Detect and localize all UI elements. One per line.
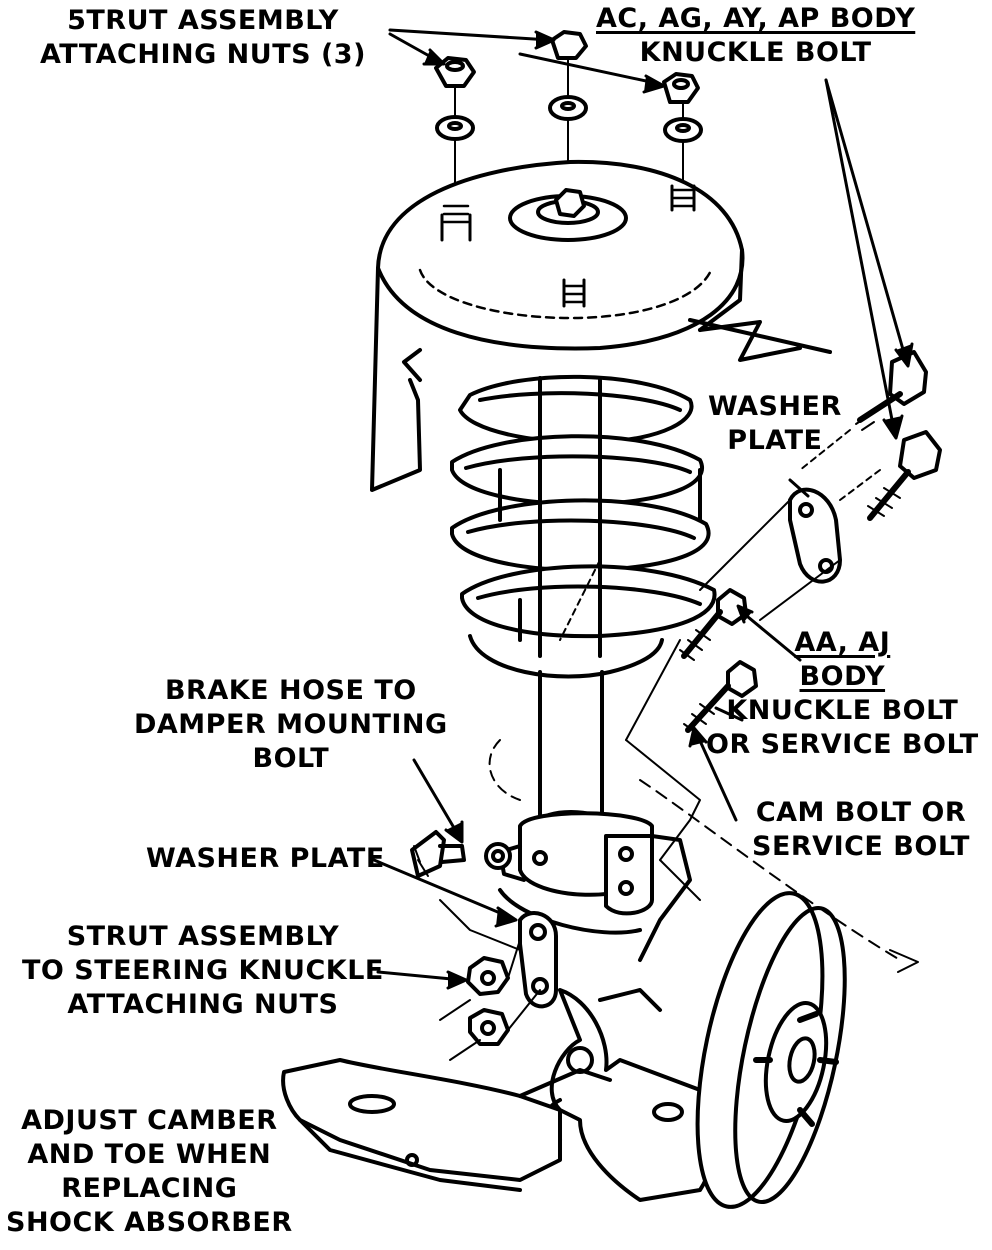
label-line: PLATE	[727, 425, 823, 456]
label-line: ATTACHING NUTS (3)	[40, 39, 366, 70]
label-line: TO STEERING KNUCKLE	[22, 955, 384, 986]
label-line: DAMPER MOUNTING	[134, 709, 448, 740]
label-line: REPLACING	[61, 1173, 238, 1204]
label-line: OR SERVICE BOLT	[706, 729, 979, 760]
label-adjust-camber: ADJUST CAMBER AND TOE WHEN REPLACING SHO…	[6, 1104, 293, 1240]
label-aa-aj-bolt: AA, AJ BODY KNUCKLE BOLT OR SERVICE BOLT	[706, 626, 979, 762]
label-line: AND TOE WHEN	[27, 1139, 272, 1170]
coil-spring	[450, 374, 717, 658]
label-line: BRAKE HOSE TO	[164, 675, 417, 706]
label-line: ADJUST CAMBER	[21, 1105, 278, 1136]
washer-plate-lower	[518, 911, 558, 1009]
label-line: 5TRUT ASSEMBLY	[67, 5, 339, 36]
top-attaching-nuts	[434, 30, 700, 104]
aa-aj-bolts	[679, 588, 758, 735]
label-line: CAM BOLT OR	[755, 797, 967, 828]
lower-attaching-nuts	[439, 899, 541, 1061]
label-line: BODY	[799, 661, 886, 692]
label-brake-hose-bolt: BRAKE HOSE TO DAMPER MOUNTING BOLT	[134, 674, 448, 776]
leader-arrows	[372, 28, 914, 990]
label-line: ATTACHING NUTS	[67, 989, 339, 1020]
label-line: SHOCK ABSORBER	[6, 1207, 293, 1238]
knuckle-guide-lines	[488, 559, 919, 973]
washer-plate-upper	[788, 487, 842, 584]
lower-control-arm	[281, 1058, 612, 1192]
label-washer-plate-upper: WASHER PLATE	[708, 390, 842, 458]
label-line: KNUCKLE BOLT	[726, 695, 959, 726]
label-line: BOLT	[252, 743, 330, 774]
label-strut-attaching-nuts: 5TRUT ASSEMBLY ATTACHING NUTS (3)	[40, 4, 366, 72]
label-line: WASHER	[708, 391, 842, 422]
upper-mount	[370, 159, 832, 492]
label-line: AA, AJ	[794, 627, 891, 658]
brake-hose-bolt	[410, 830, 512, 878]
label-strut-to-knuckle-nuts: STRUT ASSEMBLY TO STEERING KNUCKLE ATTAC…	[22, 920, 384, 1022]
label-cam-bolt: CAM BOLT OR SERVICE BOLT	[752, 796, 970, 864]
upper-knuckle-bolts	[855, 350, 942, 521]
label-line: KNUCKLE BOLT	[639, 37, 872, 68]
label-ac-ag-ay-ap-bolt: AC, AG, AY, AP BODY KNUCKLE BOLT	[596, 2, 915, 70]
brake-rotor	[695, 891, 847, 1209]
upper-dashed-guides	[699, 429, 881, 621]
steering-knuckle	[543, 988, 717, 1202]
label-line: STRUT ASSEMBLY	[66, 921, 340, 952]
label-line: SERVICE BOLT	[752, 831, 970, 862]
strut-body	[468, 634, 692, 962]
label-washer-plate-lower: WASHER PLATE	[146, 843, 385, 874]
label-line: AC, AG, AY, AP BODY	[596, 3, 916, 34]
